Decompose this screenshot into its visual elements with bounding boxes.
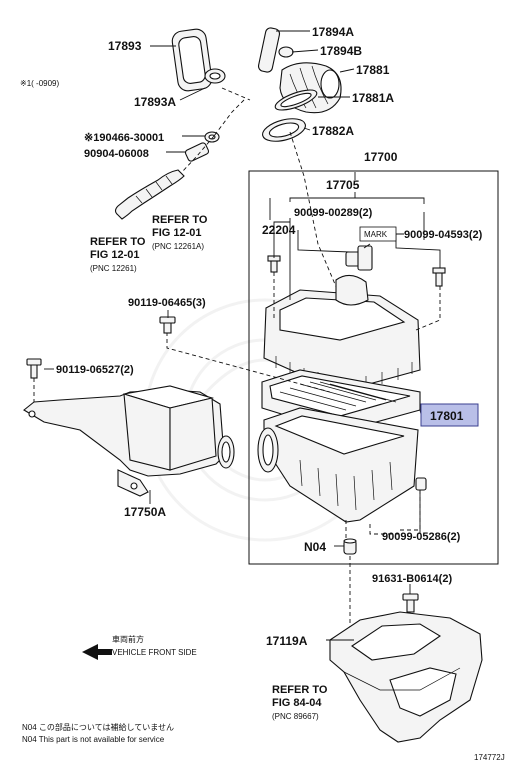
breather-hose [114, 169, 185, 220]
label-17700[interactable]: 17700 [364, 150, 398, 164]
label-90099-04593[interactable]: 90099-04593(2) [404, 229, 483, 241]
air-cleaner-cap-17705 [263, 274, 421, 393]
resonator-cap-17893 [171, 28, 213, 92]
vehicle-front-arrow-icon [82, 644, 112, 660]
ref3-line2: FIG 84-04 [272, 697, 322, 709]
ref2-line3: (PNC 12261) [90, 264, 137, 273]
bolt-90119-06527 [26, 358, 42, 379]
label-90119-06527[interactable]: 90119-06527(2) [56, 364, 134, 376]
ref3-line1: REFER TO [272, 684, 328, 696]
label-17881a[interactable]: 17881A [352, 91, 394, 105]
bolt-90119-06465 [159, 316, 176, 334]
ref2-line1: REFER TO [90, 236, 146, 248]
sleeve-17894a [257, 27, 281, 73]
clamp-17881a [274, 89, 318, 111]
cushion-n04 [343, 538, 357, 555]
label-17894b[interactable]: 17894B [320, 44, 362, 58]
label-17119a[interactable]: 17119A [266, 634, 308, 648]
assembly-box-17700 [248, 170, 499, 565]
airflow-meter-22204 [345, 245, 373, 271]
air-cleaner-case [257, 407, 419, 523]
bolt-90099-04593 [432, 267, 446, 287]
label-17801[interactable]: 17801 [430, 409, 464, 423]
label-17705[interactable]: 17705 [326, 178, 360, 192]
label-90904[interactable]: 90904-06008 [84, 148, 149, 160]
ref2-line2: FIG 12-01 [90, 249, 140, 261]
label-17894a[interactable]: 17894A [312, 25, 354, 39]
intake-duct-17750a [23, 385, 235, 497]
clamp-17893a [204, 68, 226, 84]
bracket-17119a [329, 611, 483, 743]
highlight-box-17801[interactable] [420, 403, 479, 427]
direction-jp: 車両前方 [112, 634, 144, 644]
figure-id: 174772J [474, 753, 505, 762]
ref1-line2: FIG 12-01 [152, 227, 202, 239]
bolt-91631-b0614 [402, 593, 419, 613]
label-90099-00289[interactable]: 90099-00289(2) [294, 207, 373, 219]
label-17882a[interactable]: 17882A [312, 124, 354, 138]
label-90099-05286[interactable]: 90099-05286(2) [382, 531, 461, 543]
ref1-line1: REFER TO [152, 214, 208, 226]
label-n04[interactable]: N04 [304, 540, 326, 554]
label-17881[interactable]: 17881 [356, 63, 390, 77]
label-17893a[interactable]: 17893A [134, 95, 176, 109]
label-17750a[interactable]: 17750A [124, 505, 166, 519]
note-mark-1: ※1( -0909) [20, 79, 60, 88]
ref3-line3: (PNC 89667) [272, 712, 319, 721]
grommet-90099-05286 [415, 477, 427, 491]
label-22204[interactable]: 22204 [262, 223, 296, 237]
footnote-jp: N04 この部品については補給していません [22, 722, 174, 732]
label-17893[interactable]: 17893 [108, 39, 142, 53]
direction-en: VEHICLE FRONT SIDE [112, 648, 197, 657]
ref1-line3: (PNC 12261A) [152, 242, 204, 251]
mark-box [359, 226, 397, 242]
footnote-en: N04 This part is not available for servi… [22, 735, 165, 744]
label-90119-06465[interactable]: 90119-06465(3) [128, 297, 206, 309]
clamp-17894b [278, 46, 294, 58]
clamp-17882a [262, 118, 306, 142]
label-90466[interactable]: ※190466-30001 [84, 132, 164, 144]
union-90904 [184, 142, 210, 162]
mark-label: MARK [364, 230, 388, 239]
clip-90466 [204, 131, 220, 143]
screw-90099-00289 [267, 255, 281, 273]
label-91631-b0614[interactable]: 91631-B0614(2) [372, 573, 452, 585]
